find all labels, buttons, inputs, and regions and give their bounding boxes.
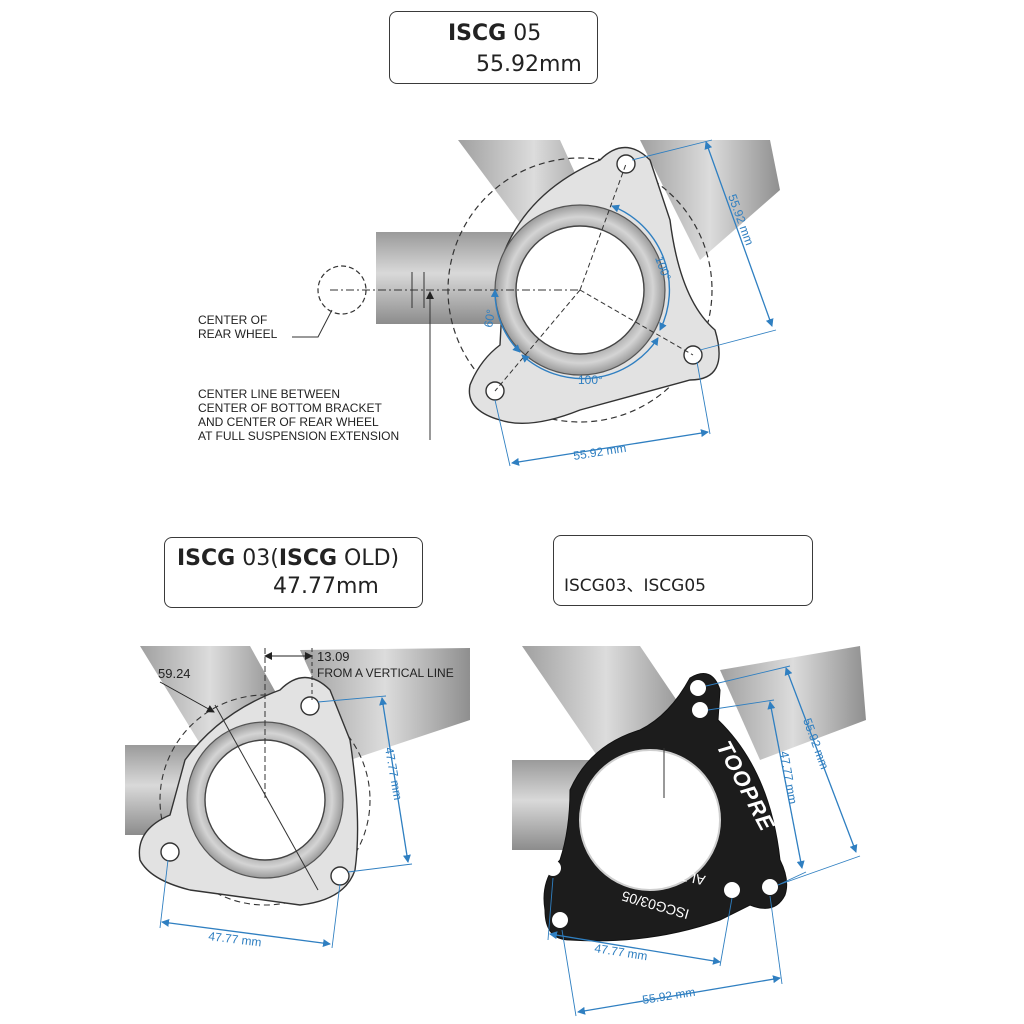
top-label-center-line-2: CENTER OF BOTTOM BRACKET <box>198 401 382 415</box>
left-dim-right-text: 47.77 mm <box>382 746 405 801</box>
right-dim-inner-bottom-line <box>549 931 721 965</box>
left-dim-59-leader <box>159 681 215 713</box>
top-dim-bottom-text: 55.92 mm <box>572 441 627 463</box>
top-label-center-line-3: AND CENTER OF REAR WHEEL <box>198 415 379 429</box>
top-bolt-hole-1 <box>616 154 636 174</box>
left-diagram: 59.24 13.09 FROM A VERTICAL LINE 47.77 m… <box>125 646 470 949</box>
right-dim-outer-bottom-ext-1 <box>561 929 577 1017</box>
iscg05-title-rest: 05 <box>506 21 542 46</box>
right-down-tube <box>720 646 866 760</box>
top-label-rear-wheel-1: CENTER OF <box>198 313 267 327</box>
iscg03-label-box: ISCG 03(ISCG OLD) 47.77mm <box>164 537 423 608</box>
iscg05-measure: 55.92mm <box>476 52 582 77</box>
top-dim-right-ext-2 <box>699 329 777 351</box>
right-bolt-hole-2 <box>692 702 708 718</box>
top-rear-wheel-center <box>317 265 367 315</box>
right-dim-outer-bottom-line <box>577 975 781 1015</box>
top-dim-bottom-ext-2 <box>696 361 711 435</box>
right-dim-inner-line <box>767 701 805 869</box>
iscg03-title-bold-1: ISCG <box>177 546 236 571</box>
right-dim-inner-bottom-ext-1 <box>547 877 554 941</box>
top-diagram: CENTER OF REAR WHEEL CENTER LINE BETWEEN… <box>198 139 780 467</box>
left-dim-59-text: 59.24 <box>158 666 191 681</box>
right-dim-inner-ext-1 <box>707 699 775 711</box>
top-rear-wheel-leader <box>292 309 333 338</box>
top-label-center-line-4: AT FULL SUSPENSION EXTENSION <box>198 429 399 443</box>
right-dim-outer-ext-1 <box>705 665 791 687</box>
right-dim-inner-bottom-ext-2 <box>719 897 733 967</box>
iscg03-measure: 47.77mm <box>273 574 379 599</box>
right-dim-outer-line <box>784 667 858 853</box>
left-vertical-note: FROM A VERTICAL LINE <box>317 666 454 680</box>
right-bore-inner-tube <box>579 749 721 891</box>
right-diagram: TOOPRE AL7075-T651 ISCG03/05 47.77 mm 55… <box>512 646 866 1017</box>
right-dim-inner-ext-2 <box>777 871 807 886</box>
top-angle-arc-100-lower <box>521 337 659 380</box>
right-bolt-hole-4 <box>724 882 740 898</box>
right-dim-inner-bottom-text: 47.77 mm <box>594 941 649 963</box>
iscg05-title-bold: ISCG <box>448 21 507 46</box>
iscg05-label-box: ISCG 05 55.92mm <box>389 11 598 84</box>
left-diagonal-line <box>214 704 319 891</box>
top-ray-1 <box>579 163 627 291</box>
top-angle-60-text: 60° <box>481 308 498 328</box>
iscg03-title-rest-1: 03( <box>235 546 279 571</box>
left-dim-right-ext-2 <box>347 863 413 873</box>
left-bolt-hole-2 <box>330 866 350 886</box>
right-dim-outer-ext-2 <box>777 855 861 886</box>
compat-label-box: ISCG03、ISCG05 <box>553 535 813 606</box>
left-seat-tube <box>140 646 280 760</box>
left-bolt-hole-1 <box>300 696 320 716</box>
left-dim-13-text: 13.09 <box>317 649 350 664</box>
right-dim-outer-bottom-ext-2 <box>769 895 783 985</box>
iscg03-title-rest-2: OLD) <box>337 546 400 571</box>
top-label-center-line-1: CENTER LINE BETWEEN <box>198 387 340 401</box>
right-bolt-hole-1 <box>690 680 706 696</box>
iscg03-title-bold-2: ISCG <box>278 546 338 571</box>
top-angle-arc-60 <box>490 289 521 353</box>
left-dim-right-ext-1 <box>317 695 387 703</box>
top-dim-right-ext-1 <box>631 139 713 161</box>
right-plate-bore <box>580 750 720 890</box>
top-angle-arc-100-upper <box>611 204 671 331</box>
right-bolt-hole-5 <box>545 860 561 876</box>
left-bolt-hole-3 <box>160 842 180 862</box>
left-dim-right-line <box>379 697 411 863</box>
left-dim-bottom-line <box>161 918 331 948</box>
top-dim-bottom-line <box>511 429 709 466</box>
top-label-rear-wheel-2: REAR WHEEL <box>198 327 278 341</box>
left-dim-bottom-ext-2 <box>331 883 341 949</box>
compat-text: ISCG03、ISCG05 <box>564 576 706 596</box>
right-bolt-hole-6 <box>552 912 568 928</box>
top-dim-bottom-ext-1 <box>494 399 511 467</box>
right-dim-inner-right-text: 47.77 mm <box>777 750 800 805</box>
left-dim-bottom-ext-1 <box>159 859 169 929</box>
right-dim-outer-bottom-text: 55.92 mm <box>641 985 696 1007</box>
right-bolt-hole-3 <box>762 879 778 895</box>
left-dim-bottom-text: 47.77 mm <box>208 929 263 949</box>
top-angle-100-lower-text: 100° <box>578 373 603 387</box>
top-dim-right-line <box>704 141 774 327</box>
